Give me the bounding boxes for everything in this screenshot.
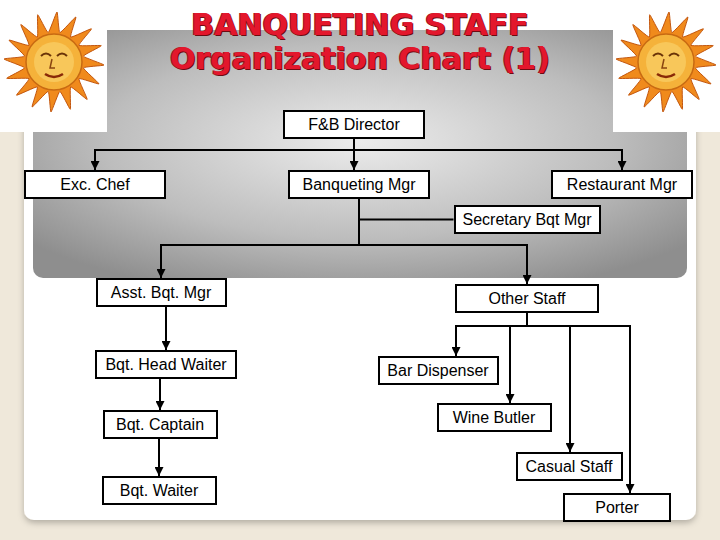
role-box: F&B Director xyxy=(283,110,425,139)
slide-card xyxy=(24,0,696,520)
title-box: BANQUETING STAFF Organization Chart (1) xyxy=(150,8,570,75)
connector-line xyxy=(161,199,359,278)
role-box: Bqt. Head Waiter xyxy=(95,350,237,379)
role-box: Exc. Chef xyxy=(24,170,166,199)
role-box: Secretary Bqt Mgr xyxy=(454,205,601,234)
role-box: Asst. Bqt. Mgr xyxy=(96,278,227,307)
slide-title: BANQUETING STAFF Organization Chart (1) xyxy=(150,8,570,75)
connector-line xyxy=(165,307,167,350)
role-label: Bqt. Waiter xyxy=(120,482,199,500)
role-box: Bqt. Captain xyxy=(103,410,218,439)
sun-nose xyxy=(662,59,667,68)
sun-picture xyxy=(4,12,104,112)
sun-eyes xyxy=(41,54,67,57)
sun-eyes xyxy=(653,54,679,57)
role-box: Bar Dispenser xyxy=(378,356,499,385)
role-box: Wine Butler xyxy=(437,403,552,432)
connector-line xyxy=(359,199,454,220)
role-box: Bqt. Waiter xyxy=(102,476,217,505)
role-label: Asst. Bqt. Mgr xyxy=(111,284,211,302)
connector-line xyxy=(354,139,622,170)
sun-rays xyxy=(616,12,716,112)
sun-mouth xyxy=(45,74,63,77)
connector-line xyxy=(159,379,161,410)
sun-frame xyxy=(0,0,107,132)
role-box: Casual Staff xyxy=(516,452,623,481)
sun-nose xyxy=(50,59,55,68)
role-label: F&B Director xyxy=(308,116,400,134)
role-box: Porter xyxy=(563,493,671,522)
sun-face xyxy=(26,34,82,90)
role-box: Banqueting Mgr xyxy=(288,170,430,199)
connector-line xyxy=(158,439,160,476)
connector-line xyxy=(456,313,527,356)
sun-frame xyxy=(613,0,720,132)
role-label: Other Staff xyxy=(488,290,565,308)
role-label: Casual Staff xyxy=(526,458,613,476)
role-label: Secretary Bqt Mgr xyxy=(463,211,592,229)
sun-mouth xyxy=(657,74,675,77)
role-label: Banqueting Mgr xyxy=(303,176,416,194)
role-box: Restaurant Mgr xyxy=(551,170,693,199)
role-label: Restaurant Mgr xyxy=(567,176,677,194)
role-label: Wine Butler xyxy=(453,409,536,427)
role-label: Bqt. Captain xyxy=(116,416,204,434)
role-label: Bar Dispenser xyxy=(387,362,488,380)
role-box: Other Staff xyxy=(455,284,599,313)
sun-face xyxy=(638,34,694,90)
sun-rays xyxy=(4,12,104,112)
sun-face xyxy=(34,42,74,82)
connector-line xyxy=(510,313,527,403)
role-label: Bqt. Head Waiter xyxy=(105,356,226,374)
sun-picture xyxy=(616,12,716,112)
sun-face xyxy=(646,42,686,82)
role-label: Porter xyxy=(595,499,639,517)
connector-line xyxy=(95,139,354,170)
role-label: Exc. Chef xyxy=(60,176,129,194)
